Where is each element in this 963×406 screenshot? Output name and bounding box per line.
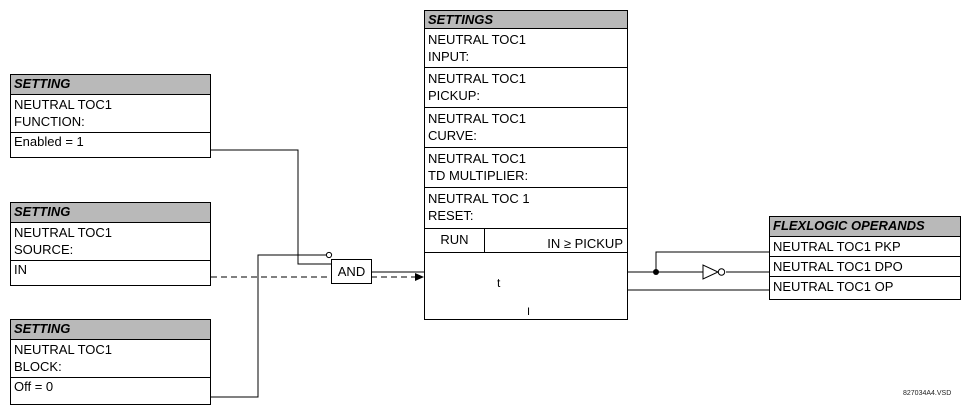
settings-panel: SETTINGS NEUTRAL TOC1 INPUT: NEUTRAL TOC… bbox=[424, 10, 628, 320]
junction-dot bbox=[653, 269, 659, 275]
arrowhead-icon bbox=[415, 273, 424, 281]
drawing-reference: 827034A4.VSD bbox=[903, 390, 952, 397]
flexlogic-operands-box: FLEXLOGIC OPERANDS NEUTRAL TOC1 PKP NEUT… bbox=[769, 216, 961, 300]
settings-item: NEUTRAL TOC1 PICKUP: bbox=[425, 68, 627, 108]
pickup-condition: IN ≥ PICKUP bbox=[547, 236, 623, 251]
and-gate-label: AND bbox=[337, 264, 366, 279]
settings-item-line1: NEUTRAL TOC 1 bbox=[428, 191, 530, 206]
wire-block-to-and bbox=[211, 254, 326, 398]
setting-source-header: SETTING bbox=[11, 203, 210, 223]
flexlogic-operand: NEUTRAL TOC1 OP bbox=[773, 279, 894, 294]
setting-function-line1: NEUTRAL TOC1 bbox=[14, 97, 113, 112]
flexlogic-operand: NEUTRAL TOC1 DPO bbox=[770, 257, 960, 277]
wire-pkp bbox=[655, 251, 769, 272]
settings-item-line2: INPUT: bbox=[428, 49, 470, 64]
setting-function-header: SETTING bbox=[11, 75, 210, 95]
settings-item-line2: RESET: bbox=[428, 208, 474, 223]
setting-block-line2: BLOCK: bbox=[14, 359, 62, 374]
settings-item-line1: NEUTRAL TOC1 bbox=[428, 71, 527, 86]
setting-source-box: SETTING NEUTRAL TOC1 SOURCE: IN bbox=[10, 202, 211, 286]
curve-t-label: t bbox=[497, 276, 501, 290]
setting-function-line2: FUNCTION: bbox=[14, 114, 85, 129]
settings-item-line2: TD MULTIPLIER: bbox=[428, 168, 529, 183]
setting-source-value: IN bbox=[11, 260, 210, 278]
setting-function-value: Enabled = 1 bbox=[11, 132, 210, 150]
settings-item-line1: NEUTRAL TOC1 bbox=[428, 32, 527, 47]
settings-item: NEUTRAL TOC 1 RESET: bbox=[425, 188, 627, 229]
settings-item: NEUTRAL TOC1 INPUT: bbox=[425, 29, 627, 68]
setting-function-box: SETTING NEUTRAL TOC1 FUNCTION: Enabled =… bbox=[10, 74, 211, 158]
setting-source-line2: SOURCE: bbox=[14, 242, 74, 257]
setting-block-box: SETTING NEUTRAL TOC1 BLOCK: Off = 0 bbox=[10, 319, 211, 405]
settings-item: NEUTRAL TOC1 CURVE: bbox=[425, 108, 627, 148]
setting-block-value: Off = 0 bbox=[11, 377, 210, 395]
settings-item-line2: PICKUP: bbox=[428, 88, 481, 103]
setting-source-line1: NEUTRAL TOC1 bbox=[14, 225, 113, 240]
wire-function-to-and bbox=[211, 149, 331, 265]
curve-i-label: I bbox=[527, 306, 531, 318]
flexlogic-operand: NEUTRAL TOC1 PKP bbox=[770, 237, 960, 257]
and-gate: AND bbox=[331, 259, 372, 284]
settings-item-line2: CURVE: bbox=[428, 128, 477, 143]
setting-block-line1: NEUTRAL TOC1 bbox=[14, 342, 113, 357]
settings-panel-header: SETTINGS bbox=[425, 11, 627, 29]
run-row: RUN IN ≥ PICKUP bbox=[425, 229, 627, 253]
settings-item-line1: NEUTRAL TOC1 bbox=[428, 151, 527, 166]
settings-item: NEUTRAL TOC1 TD MULTIPLIER: bbox=[425, 148, 627, 188]
inverter-icon bbox=[702, 264, 726, 280]
setting-block-header: SETTING bbox=[11, 320, 210, 340]
inverted-input-bubble bbox=[325, 251, 333, 259]
run-cell: RUN bbox=[425, 229, 485, 252]
settings-item-line1: NEUTRAL TOC1 bbox=[428, 111, 527, 126]
run-label: RUN bbox=[440, 232, 469, 247]
flexlogic-header: FLEXLOGIC OPERANDS bbox=[770, 217, 960, 237]
